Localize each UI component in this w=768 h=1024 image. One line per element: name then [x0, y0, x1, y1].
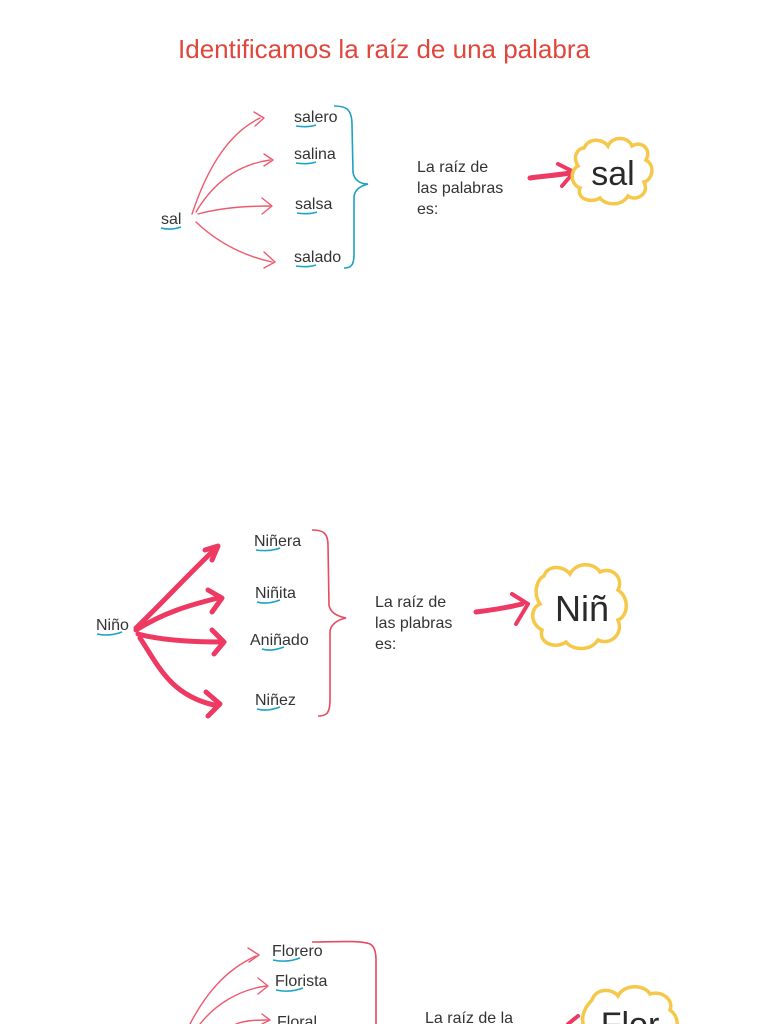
answer-arrow	[527, 170, 573, 181]
brace	[311, 529, 347, 717]
root-answer: sal	[591, 155, 634, 193]
brace	[311, 940, 377, 1024]
answer-cloud	[531, 563, 628, 651]
root-underline	[296, 211, 318, 215]
root-underline	[295, 161, 317, 165]
brace	[333, 105, 369, 269]
answer-cloud	[570, 136, 654, 206]
root-underline	[261, 646, 285, 651]
root-underline	[275, 987, 304, 992]
root-word: sal	[161, 211, 181, 228]
description-line: las plabras	[375, 615, 452, 632]
derived-word: Niñita	[255, 585, 296, 602]
answer-arrowhead	[510, 592, 530, 626]
answer-arrow	[473, 601, 525, 615]
branch-arrows	[191, 111, 276, 269]
derived-word: salina	[294, 146, 336, 163]
derived-word: Florista	[275, 973, 328, 990]
branch-arrows	[133, 543, 227, 719]
page-title: Identificamos la raíz de una palabra	[178, 34, 590, 64]
description-line: las palabras	[417, 180, 503, 197]
derived-word: Niñera	[254, 533, 301, 550]
root-underline	[160, 226, 182, 230]
derived-word: Niñez	[255, 692, 296, 709]
description-line: La raíz de	[417, 159, 488, 176]
answer-cloud	[580, 985, 679, 1024]
derived-word: Florero	[272, 943, 323, 960]
answer-arrow	[566, 1014, 580, 1024]
root-answer: Niñ	[555, 588, 609, 629]
derived-word: salero	[294, 109, 338, 126]
branch-arrows	[189, 947, 271, 1024]
derived-word: salado	[294, 249, 341, 266]
root-underline	[256, 706, 281, 711]
diagram-flor: Florero Florista Floral La raíz de la Fl…	[189, 940, 679, 1024]
root-answer: Flor	[601, 1006, 660, 1024]
root-word: Niño	[96, 617, 129, 634]
description-line: es:	[375, 636, 396, 653]
description-line: La raíz de	[375, 594, 446, 611]
diagram-sal: sal salero salina salsa salado La raíz d…	[160, 105, 654, 269]
root-underline	[255, 547, 281, 552]
derived-word: salsa	[295, 196, 332, 213]
derived-word: Aniñado	[250, 632, 309, 649]
root-underline	[256, 599, 281, 604]
root-underline	[295, 264, 317, 268]
root-underline	[96, 631, 123, 636]
root-underline	[272, 957, 301, 962]
description-line: La raíz de la	[425, 1010, 513, 1024]
description-line: es:	[417, 201, 438, 218]
derived-word: Floral	[277, 1014, 317, 1024]
root-underline	[295, 124, 317, 128]
diagram-nino: Niño Niñera Niñita Aniñado Niñez La raíz…	[96, 529, 628, 719]
